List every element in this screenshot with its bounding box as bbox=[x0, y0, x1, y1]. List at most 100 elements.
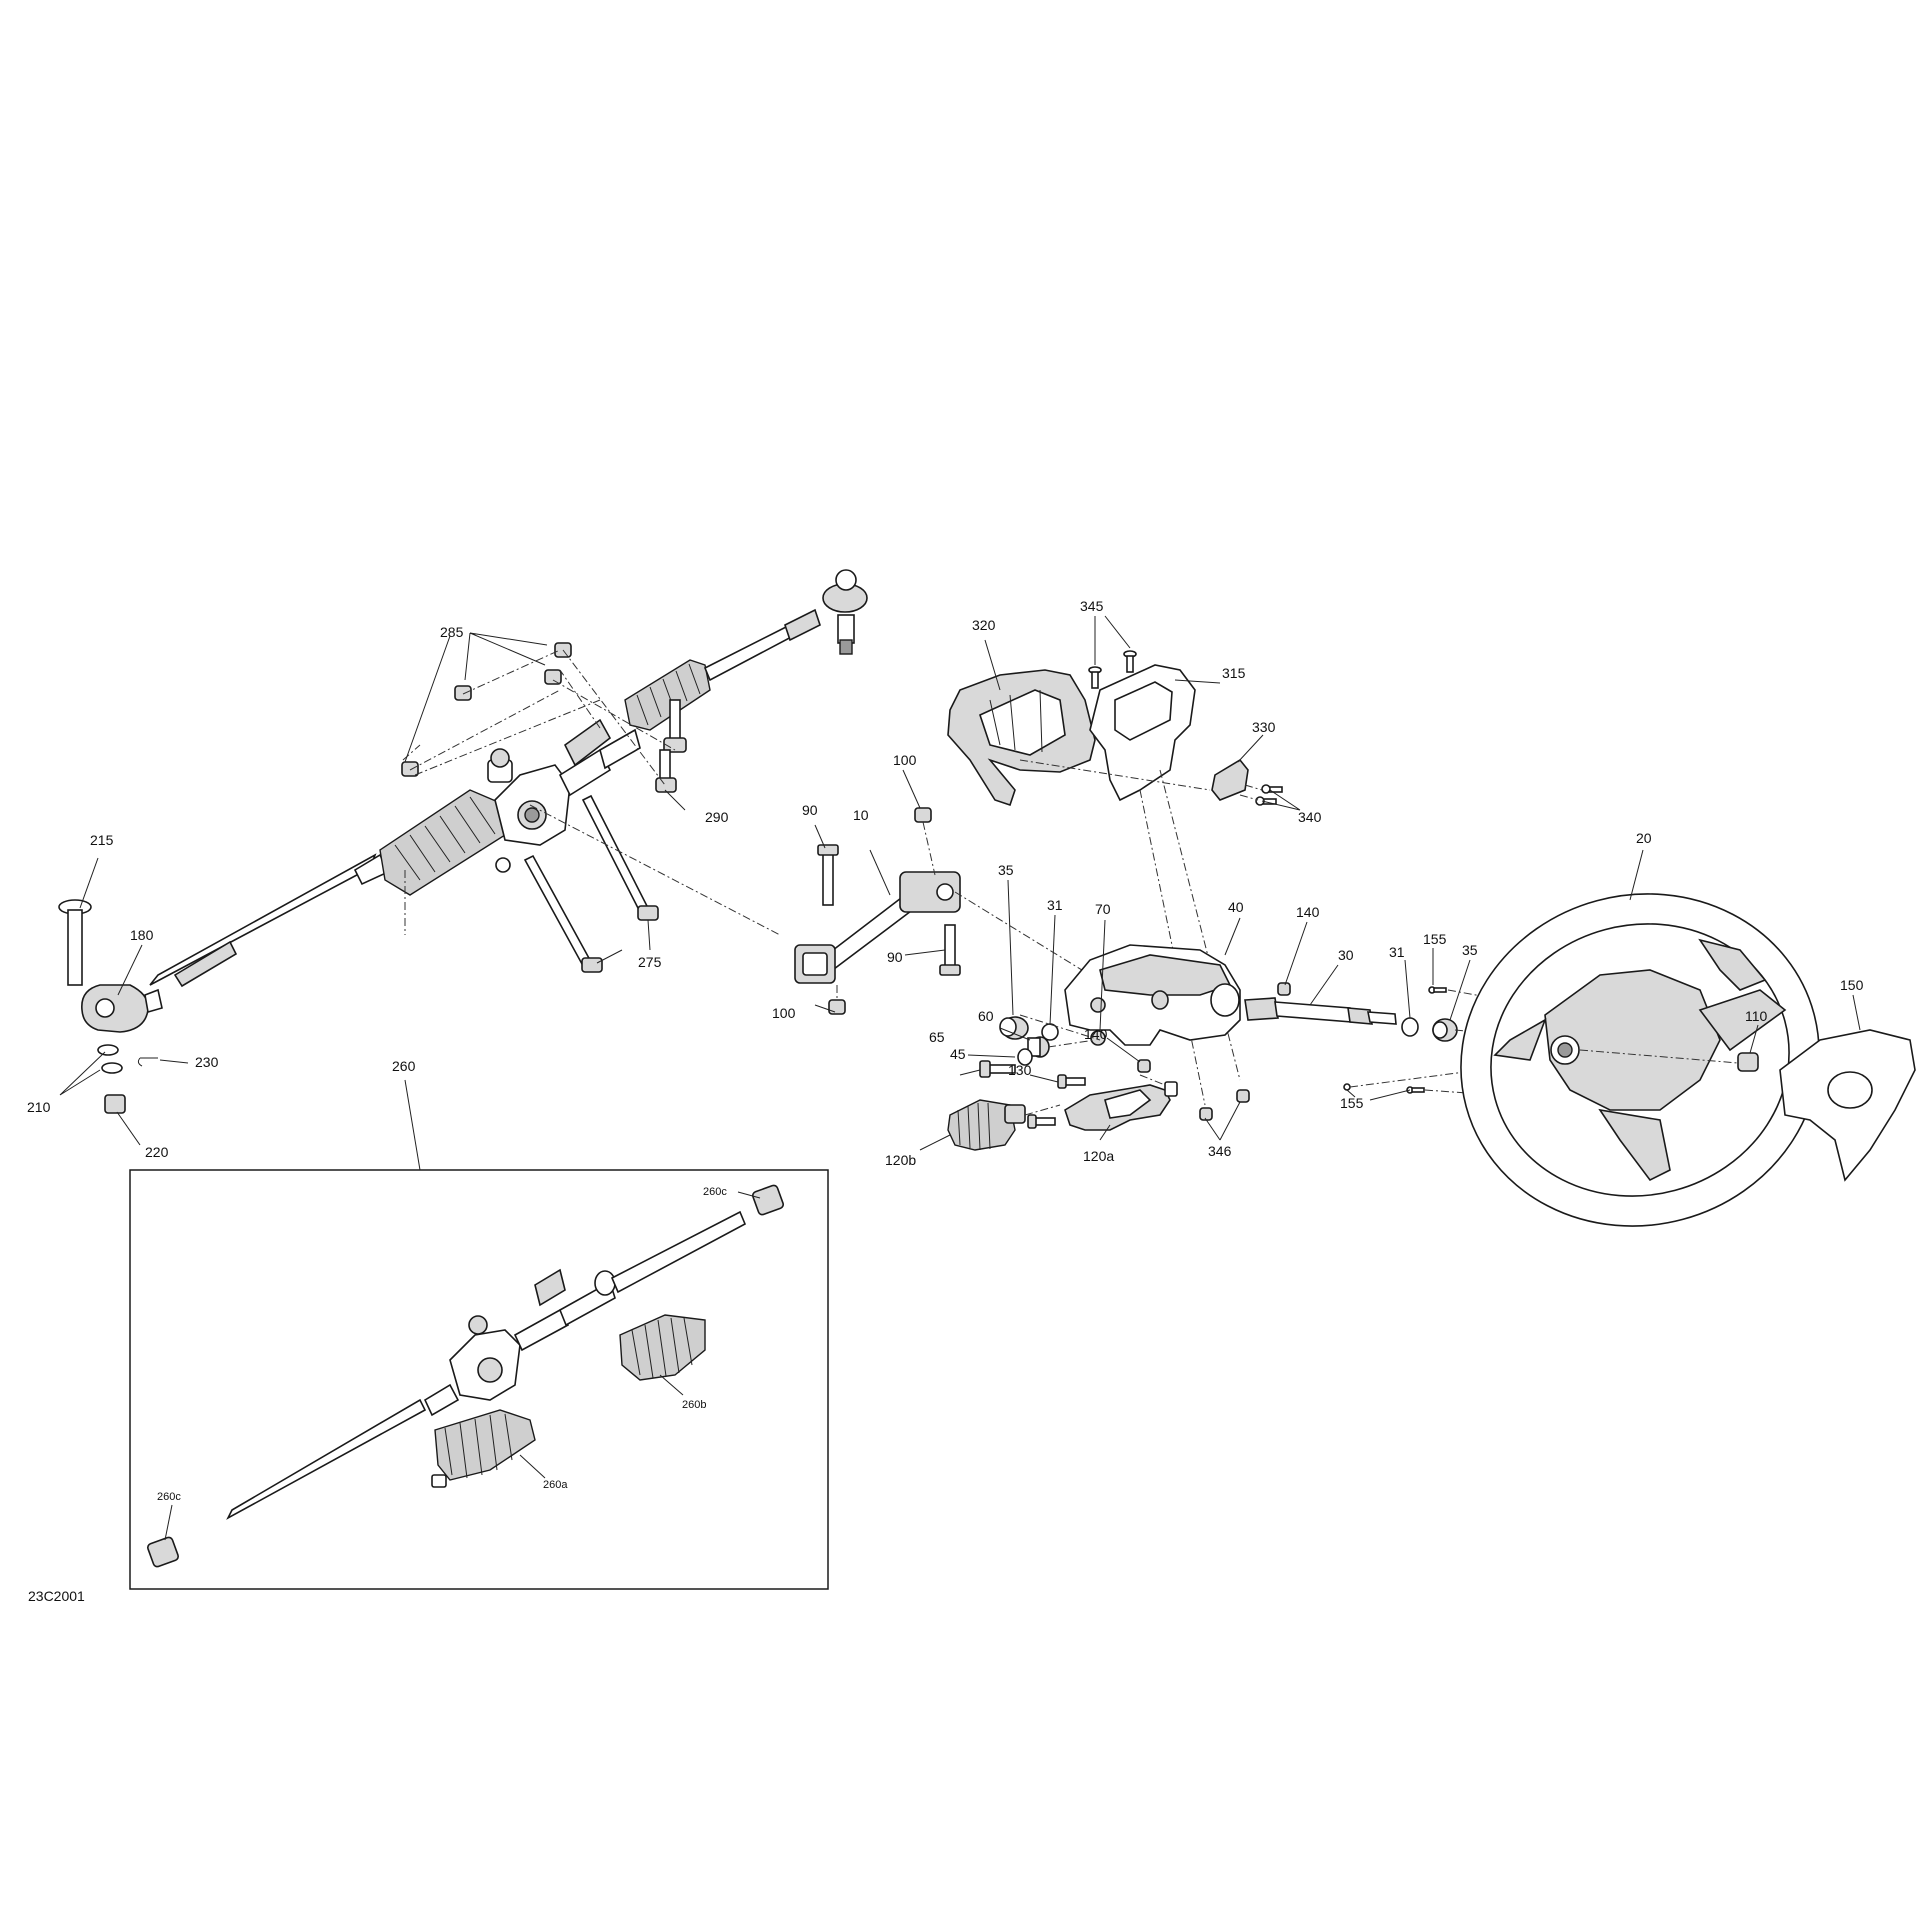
washer-210a bbox=[97, 1044, 119, 1056]
inset-sleeve-260c-top bbox=[752, 1184, 784, 1216]
label-20: 20 bbox=[1636, 830, 1652, 846]
bolt-290a bbox=[663, 699, 687, 753]
label-275: 275 bbox=[638, 954, 662, 970]
steering-wheel-20 bbox=[1460, 893, 1820, 1227]
steering-rack-assembly bbox=[58, 569, 868, 1114]
steering-shaft-30 bbox=[1244, 997, 1397, 1025]
label-220: 220 bbox=[145, 1144, 169, 1160]
screw-155-bottom bbox=[1343, 1083, 1425, 1094]
label-40: 40 bbox=[1228, 899, 1244, 915]
u-joint-upper bbox=[899, 871, 961, 913]
nut-100-bottom bbox=[828, 999, 846, 1015]
nut-346a bbox=[1199, 1107, 1213, 1121]
label-60: 60 bbox=[978, 1008, 994, 1024]
nut-285a bbox=[401, 761, 419, 777]
bushing-35-left bbox=[999, 1016, 1029, 1040]
label-155-bottom: 155 bbox=[1340, 1095, 1364, 1111]
label-260: 260 bbox=[392, 1058, 416, 1074]
nut-285b bbox=[454, 685, 472, 701]
rack-tube-left bbox=[558, 748, 612, 797]
label-260b: 260b bbox=[682, 1399, 706, 1411]
label-330: 330 bbox=[1252, 719, 1276, 735]
intermediate-shaft-10 bbox=[794, 807, 1091, 1015]
label-65: 65 bbox=[929, 1029, 945, 1045]
screw-345b bbox=[1123, 650, 1137, 673]
right-tie-rod-sleeve bbox=[784, 608, 821, 642]
label-150: 150 bbox=[1840, 977, 1864, 993]
nut-140-bottom bbox=[1137, 1059, 1151, 1073]
nut-220 bbox=[104, 1094, 126, 1114]
right-tie-rod-shaft bbox=[703, 623, 797, 682]
bolt-130b bbox=[1027, 1114, 1056, 1129]
nut-285c bbox=[544, 669, 562, 685]
rack-tube-mid bbox=[599, 728, 641, 770]
nut-100-top bbox=[914, 807, 932, 823]
pinion-nut bbox=[490, 748, 510, 768]
label-120a: 120a bbox=[1083, 1148, 1114, 1164]
u-joint-lower bbox=[794, 944, 836, 984]
label-130: 130 bbox=[1008, 1062, 1032, 1078]
label-155-top: 155 bbox=[1423, 931, 1447, 947]
label-260c-top: 260c bbox=[703, 1186, 727, 1198]
actuator-120b bbox=[947, 1099, 1026, 1151]
steering-column-40 bbox=[1064, 944, 1241, 1046]
label-70: 70 bbox=[1095, 901, 1111, 917]
label-290: 290 bbox=[705, 809, 729, 825]
sleeve-60 bbox=[1027, 1036, 1050, 1058]
bracket-330 bbox=[1211, 758, 1249, 801]
right-tie-rod-end bbox=[822, 569, 868, 655]
cotter-pin-230 bbox=[137, 1057, 158, 1067]
left-bellow bbox=[379, 789, 506, 896]
nut-110 bbox=[1737, 1052, 1759, 1072]
label-230: 230 bbox=[195, 1054, 219, 1070]
bolt-130a bbox=[1057, 1074, 1086, 1089]
washer-45 bbox=[1017, 1048, 1033, 1066]
right-bellow bbox=[624, 659, 711, 731]
part-labels: 285 290 275 215 180 230 210 220 260 260c… bbox=[27, 598, 1864, 1503]
screw-155-top bbox=[1428, 986, 1447, 994]
label-215: 215 bbox=[90, 832, 114, 848]
label-260a: 260a bbox=[543, 1479, 568, 1491]
screw-340a bbox=[1261, 784, 1283, 794]
inset-rack-assembly bbox=[147, 1184, 784, 1568]
inset-sleeve-260c-bottom bbox=[147, 1536, 179, 1568]
left-tie-rod-end bbox=[81, 984, 163, 1033]
left-tie-rod-shaft bbox=[149, 853, 377, 986]
nut-346b bbox=[1236, 1089, 1250, 1103]
inset-left-shaft bbox=[226, 1398, 427, 1520]
bolt-275a bbox=[523, 854, 603, 973]
bolt-215 bbox=[58, 899, 92, 986]
bushing-35-right bbox=[1432, 1018, 1458, 1042]
inset-bellow-260a bbox=[431, 1409, 536, 1488]
label-31-right: 31 bbox=[1389, 944, 1405, 960]
washer-31-right bbox=[1401, 1017, 1419, 1037]
cover-315 bbox=[1089, 664, 1196, 802]
label-10: 10 bbox=[853, 807, 869, 823]
bolt-65 bbox=[979, 1060, 1016, 1078]
label-120b: 120b bbox=[885, 1152, 916, 1168]
nut-140-top bbox=[1277, 982, 1291, 996]
label-35-right: 35 bbox=[1462, 942, 1478, 958]
bolt-290b bbox=[655, 749, 677, 793]
label-35-left: 35 bbox=[998, 862, 1014, 878]
bolt-90-top bbox=[817, 844, 839, 906]
label-100-top: 100 bbox=[893, 752, 917, 768]
inset-bellow-260b bbox=[619, 1314, 706, 1381]
rack-bracket bbox=[563, 718, 612, 767]
label-285: 285 bbox=[440, 624, 464, 640]
label-340: 340 bbox=[1298, 809, 1322, 825]
diagram-code: 23C2001 bbox=[28, 1588, 85, 1604]
rack-housing bbox=[487, 748, 571, 873]
label-45: 45 bbox=[950, 1046, 966, 1062]
label-260c-bottom: 260c bbox=[157, 1491, 181, 1503]
screw-340b bbox=[1255, 796, 1277, 806]
nut-70 bbox=[1090, 1030, 1106, 1046]
label-100-bottom: 100 bbox=[772, 1005, 796, 1021]
label-180: 180 bbox=[130, 927, 154, 943]
bolt-90-bottom bbox=[939, 924, 961, 976]
label-31-left: 31 bbox=[1047, 897, 1063, 913]
actuator-120a bbox=[1064, 1081, 1178, 1131]
center-cap-150 bbox=[1779, 1029, 1916, 1182]
label-315: 315 bbox=[1222, 665, 1246, 681]
label-110: 110 bbox=[1745, 1008, 1768, 1024]
